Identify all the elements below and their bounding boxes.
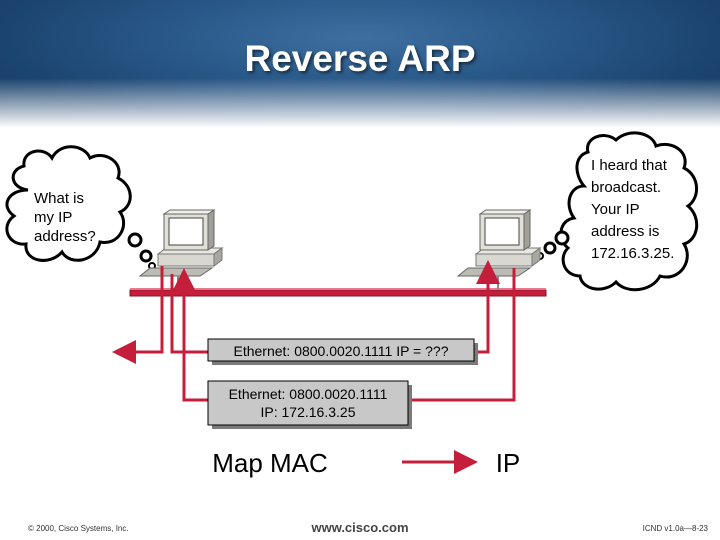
thought-right-line: I heard that	[591, 157, 668, 174]
map-mac-label: Map MAC	[212, 448, 328, 478]
workstation-icon	[456, 209, 542, 277]
footer-copyright: © 2000, Cisco Systems, Inc.	[28, 524, 129, 533]
mapping-row: Map MAC IP	[212, 448, 520, 478]
thought-right-line: address is	[591, 223, 659, 240]
request-flow	[112, 260, 500, 364]
thought-dot	[139, 249, 153, 263]
ip-label: IP	[496, 448, 521, 478]
thought-right-line: broadcast.	[591, 179, 661, 196]
thought-dot	[543, 241, 557, 255]
footer-website: www.cisco.com	[311, 520, 409, 535]
ethernet-bus	[129, 276, 547, 297]
thought-left-line: my IP	[34, 209, 72, 226]
thought-left-line: address?	[34, 228, 96, 245]
header-banner	[0, 0, 720, 128]
reply-flow	[172, 268, 516, 402]
thought-right-line: Your IP	[591, 201, 640, 218]
rarp-request-frame: Ethernet: 0800.0020.1111 IP = ???	[207, 338, 478, 365]
header-fade	[0, 78, 720, 128]
footer-slide-id: ICND v1.0a—8-23	[642, 524, 708, 533]
thought-dot	[554, 230, 570, 246]
slide-title: Reverse ARP	[244, 38, 476, 79]
thought-bubble-right: I heard that broadcast. Your IP address …	[536, 131, 699, 292]
thought-dot	[127, 232, 143, 248]
request-frame-text: Ethernet: 0800.0020.1111 IP = ???	[234, 343, 449, 359]
reply-frame-line: Ethernet: 0800.0020.1111	[229, 386, 388, 402]
reply-frame-line: IP: 172.16.3.25	[261, 404, 356, 420]
thought-bubble-left: What is my IP address?	[5, 145, 156, 270]
rarp-reply-frame: Ethernet: 0800.0020.1111 IP: 172.16.3.25	[207, 380, 412, 429]
thought-right-line: 172.16.3.25.	[591, 245, 674, 262]
thought-left-line: What is	[34, 190, 84, 207]
